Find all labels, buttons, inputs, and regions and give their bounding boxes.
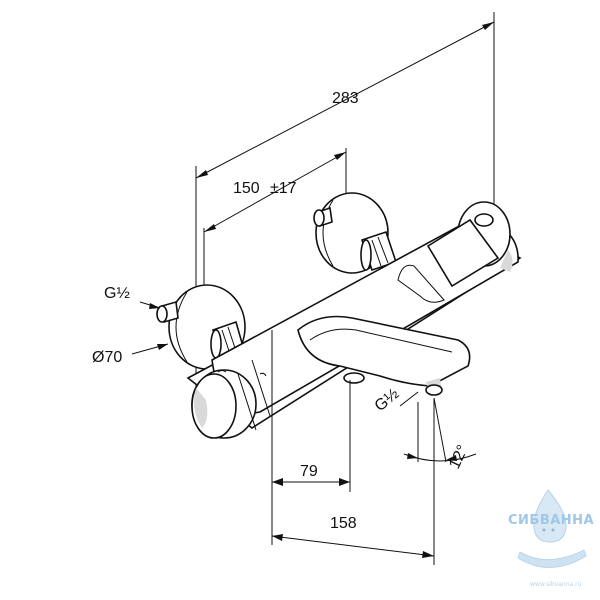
label-flange-diameter: Ø70	[92, 349, 122, 366]
spout-top-edge	[309, 328, 453, 353]
spout-body	[297, 315, 471, 387]
label-inlet-thread-group: G½	[104, 285, 161, 309]
arrow-left-283	[196, 170, 208, 178]
arrow-angle-right	[446, 455, 457, 461]
arrow-right-79	[339, 478, 350, 486]
left-union-nut-face	[210, 329, 222, 359]
label-outlet-thread: G½	[372, 385, 403, 415]
diverter-opening	[397, 264, 445, 303]
arrow-right-158	[422, 551, 434, 558]
logo-name: СИБВАННА	[508, 513, 594, 528]
dimension-spout-offset: 79	[271, 330, 351, 492]
left-nut-rib-1	[221, 329, 231, 355]
right-nut-rib-1	[371, 239, 382, 267]
dimension-line-150	[203, 151, 347, 233]
right-inlet-end	[313, 209, 325, 227]
dim-label-283: 283	[332, 90, 359, 107]
water-drop-icon	[533, 489, 567, 543]
label-inlet-thread: G½	[104, 285, 130, 302]
dim-label-79: 79	[300, 463, 318, 480]
right-flange-rim	[322, 199, 334, 267]
sibvanna-logo: СИБВАННА www.sibvanna.ru	[508, 489, 594, 588]
dimension-spacing: 150 ±17	[203, 148, 347, 292]
dim-label-150: 150	[233, 180, 260, 197]
angle-reference-inclined	[433, 397, 447, 463]
logo-url: www.sibvanna.ru	[530, 581, 582, 588]
spout-front-outlet	[425, 384, 443, 396]
right-union-nut-face	[360, 239, 372, 271]
arrow-angle-left	[407, 453, 418, 459]
drop-eye-left	[542, 528, 546, 532]
handle-separator-line-2	[251, 359, 271, 417]
leader-outlet-thread	[399, 391, 419, 407]
left-inlet-end	[156, 305, 168, 323]
right-handle-knob	[474, 213, 494, 227]
left-handle-shade	[194, 388, 208, 428]
dimension-line-283	[195, 21, 495, 179]
label-diameter-group: Ø70	[92, 343, 169, 366]
right-wall-flange	[313, 192, 398, 274]
arrow-left-79	[272, 478, 283, 486]
dim-label-158: 158	[330, 515, 357, 532]
arrow-right-283	[482, 22, 494, 30]
dimension-line-158	[271, 535, 435, 557]
right-handle-shade	[500, 250, 513, 272]
arrow-left-150	[204, 224, 216, 232]
dimension-outlet-offset: 158	[271, 398, 435, 565]
spout-bottom-outlet	[343, 372, 365, 384]
handle-mark-2	[259, 372, 267, 377]
arrow-inlet-thread	[149, 303, 160, 309]
left-flange-rim	[175, 291, 188, 363]
bathtub-icon	[517, 549, 587, 568]
drop-eye-right	[551, 528, 555, 532]
handle-mark-1	[217, 370, 227, 373]
arrow-diameter	[157, 344, 168, 350]
arrow-left-158	[272, 534, 283, 541]
dimension-angle: 12°	[403, 397, 477, 472]
arrow-right-150	[334, 152, 346, 160]
dim-label-tolerance: ±17	[270, 180, 297, 197]
right-handle-body	[426, 218, 500, 288]
dim-label-angle: 12°	[446, 443, 472, 472]
right-nut-rib-2	[377, 236, 389, 264]
spout	[297, 315, 471, 396]
label-outlet-thread-group: G½	[372, 385, 419, 415]
handle-separator-line	[237, 373, 257, 431]
